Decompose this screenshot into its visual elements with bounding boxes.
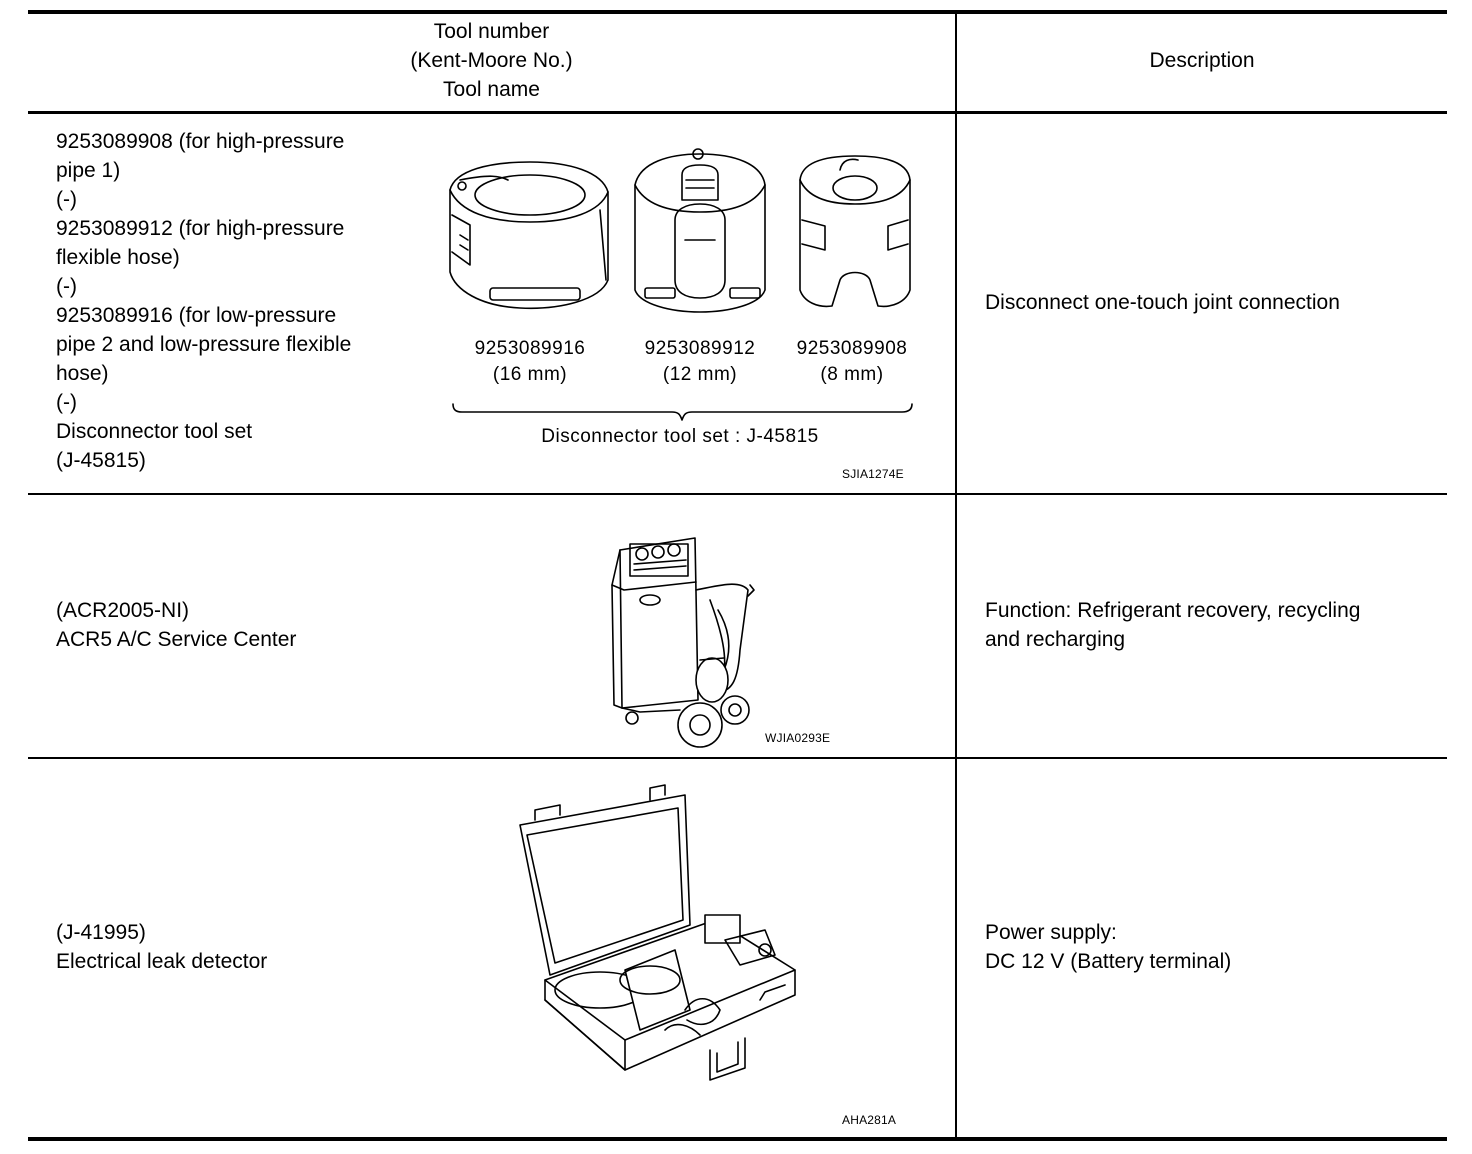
table-top-border <box>28 10 1447 14</box>
tool-text-leak-detector: (J-41995) Electrical leak detector <box>56 921 268 973</box>
part-label-8mm: 9253089908 (8 mm) <box>777 336 927 388</box>
row-divider <box>28 757 1447 759</box>
header-line: Tool number <box>433 20 550 43</box>
ac-service-center-icon <box>611 537 755 748</box>
leak-detector-case-icon <box>519 784 796 1081</box>
part-size: (8 mm) <box>820 364 884 385</box>
figure-code: AHA281A <box>842 1113 897 1127</box>
description-acr5: Function: Refrigerant recovery, recyclin… <box>985 599 1361 651</box>
part-number: 9253089916 <box>474 338 586 359</box>
column-divider <box>955 14 957 1139</box>
part-number: 9253089912 <box>644 338 756 359</box>
figure-code: SJIA1274E <box>842 467 904 481</box>
header-line: Tool name <box>443 78 540 101</box>
figure-code: WJIA0293E <box>765 731 831 745</box>
description-leak-detector: Power supply: DC 12 V (Battery terminal) <box>985 921 1232 973</box>
set-label: Disconnector tool set : J-45815 <box>541 426 819 447</box>
disconnector-tool-set-icon <box>449 148 911 313</box>
part-size: (12 mm) <box>662 364 738 385</box>
part-label-16mm: 9253089916 (16 mm) <box>455 336 605 388</box>
table-bottom-border <box>28 1137 1447 1141</box>
description-disconnector: Disconnect one-touch joint connection <box>985 291 1340 314</box>
row-divider <box>28 493 1447 495</box>
part-number: 9253089908 <box>796 338 908 359</box>
tool-text-disconnector: 9253089908 (for high-pressure pipe 1) (-… <box>56 130 352 472</box>
part-label-12mm: 9253089912 (12 mm) <box>625 336 775 388</box>
brace-icon <box>452 403 913 421</box>
tool-column-header: Tool number (Kent-Moore No.) Tool name <box>28 17 955 104</box>
description-column-header: Description <box>1149 49 1255 72</box>
header-bottom-border <box>28 111 1447 114</box>
tool-text-acr5: (ACR2005-NI) ACR5 A/C Service Center <box>56 599 297 651</box>
part-size: (16 mm) <box>492 364 568 385</box>
header-line: (Kent-Moore No.) <box>410 49 573 72</box>
